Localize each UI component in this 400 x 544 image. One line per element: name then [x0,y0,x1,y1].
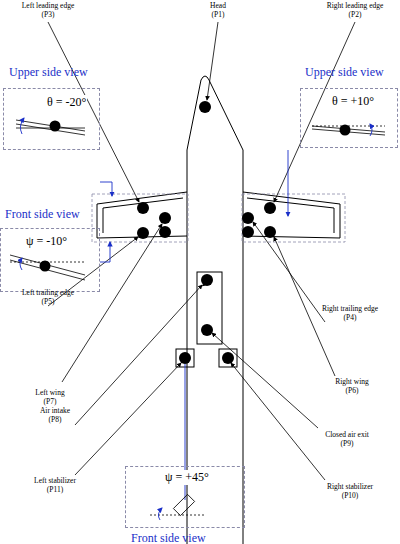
point-number: (P11) [47,485,63,494]
part-name: Right leading edge [327,1,384,10]
inset-box: Upper side viewθ = +10° [300,88,398,148]
view-title: Upper side view [305,65,384,80]
inset-box: Front side viewψ = +45° [125,466,245,528]
point-number: (P4) [344,313,357,322]
point-number: (P7) [44,397,57,406]
part-name: Right trailing edge [322,304,378,313]
angle-value: θ = +10° [331,94,375,109]
angle-value: ψ = -10° [25,234,68,249]
view-title: Front side view [131,531,206,544]
part-name: Left wing [35,388,64,397]
part-name: Air intake [40,406,70,415]
part-name: Left stabilizer [34,476,76,485]
point-number: (P5) [42,297,55,306]
angle-value: θ = -20° [46,95,87,110]
view-title: Front side view [5,207,80,222]
point-number: (P10) [342,491,359,500]
point-number: (P2) [349,10,362,19]
inset-box: Upper side viewθ = -20° [3,88,100,150]
part-name: Right wing [335,377,369,386]
point-number: (P9) [341,439,354,448]
part-name: Closed air exit [325,430,369,439]
part-name: Left leading edge [22,1,74,10]
point-number: (P6) [346,386,359,395]
angle-value: ψ = +45° [164,470,210,485]
part-name: Right stabilizer [327,482,373,491]
point-number: (P3) [42,10,55,19]
point-number: (P1) [212,10,225,19]
point-number: (P8) [49,415,62,424]
part-name: Left trailing edge [22,288,74,297]
view-title: Upper side view [9,65,88,80]
inset-box: Front side viewψ = -10° [0,228,100,292]
part-name: Head [210,1,226,10]
